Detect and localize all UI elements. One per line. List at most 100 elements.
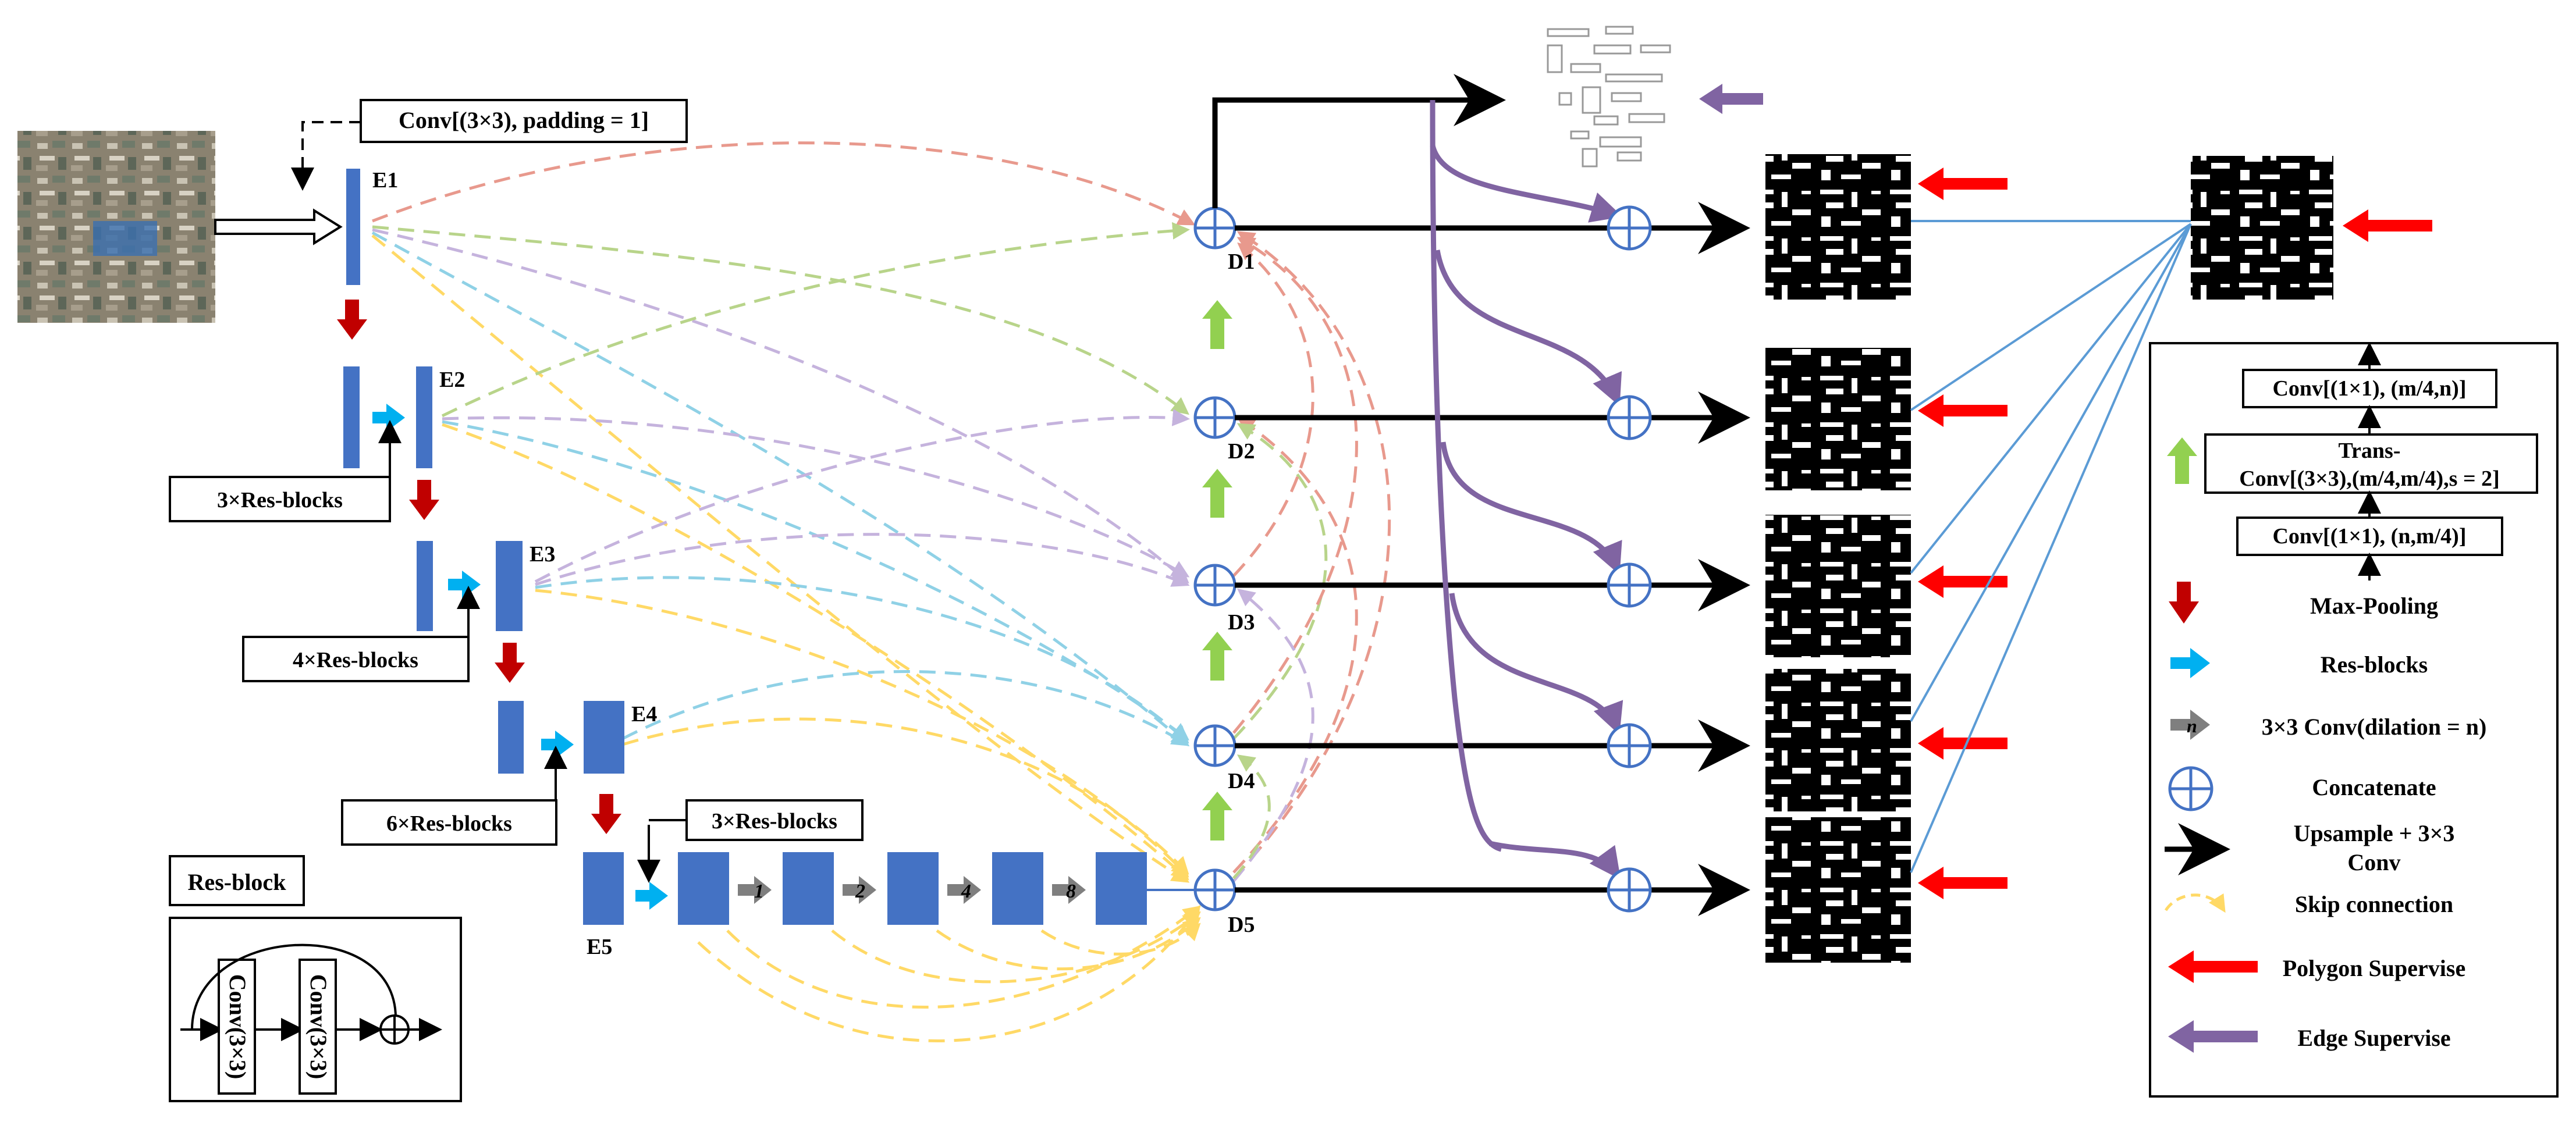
edge-branch-5	[1489, 840, 1621, 880]
legend-top-conv: Conv[(1×1), (m/4,n)]	[2272, 376, 2466, 401]
legend-item-upsample-line1: Upsample + 3×3	[2294, 820, 2455, 846]
e2-block-a	[343, 366, 360, 468]
skip-e1-d4	[371, 231, 1189, 747]
dil-arrow-3	[947, 876, 981, 904]
e3-label: E3	[530, 542, 555, 567]
legend-item-upsample-line2: Conv	[2347, 849, 2400, 875]
res3-label-a: 3×Res-blocks	[217, 488, 343, 512]
output-masks	[1765, 154, 2333, 963]
skip-e3-d3	[535, 533, 1190, 587]
skip-e2-d1	[441, 222, 1190, 418]
concatenate-icon	[2168, 766, 2213, 811]
skip-e3-d2	[534, 408, 1190, 583]
res3-label-b: 3×Res-blocks	[712, 809, 837, 834]
res4-label: 4×Res-blocks	[293, 648, 418, 672]
maxpool-arrow-2	[409, 480, 439, 520]
polygon-supervise-arrow-final	[2343, 209, 2432, 242]
resblock-conv1-label: Conv(3×3)	[225, 974, 251, 1080]
legend-item-res-blocks: Res-blocks	[2321, 651, 2428, 678]
skip-e2-d5	[442, 423, 1189, 881]
legend-trans-box	[2204, 433, 2538, 494]
maxpool-arrow-3	[495, 643, 525, 683]
polygon-supervise-arrow-4	[1918, 727, 2007, 760]
legend-upsample-icon	[2167, 437, 2197, 484]
res3-box-a	[169, 476, 391, 522]
polygon-supervise-arrow-1	[1918, 168, 2007, 200]
skip-connection-icon	[2164, 893, 2226, 913]
legend-item-edge-supervise: Edge Supervise	[2297, 1025, 2450, 1051]
skip-d5-d4	[1232, 754, 1271, 879]
dilated-conv-arrow-icon	[2170, 710, 2210, 740]
upsample-arrow-1	[1202, 300, 1232, 349]
max-pooling-arrow-icon	[2169, 582, 2199, 624]
e3-block-b	[496, 541, 523, 631]
res6-label: 6×Res-blocks	[386, 811, 512, 836]
e5-label: E5	[587, 935, 612, 959]
output-mask-5	[1765, 817, 1911, 963]
skip-e2-d3	[442, 416, 1190, 578]
legend-bottom-conv: Conv[(1×1), (n,m/4)]	[2272, 524, 2466, 549]
e4-label: E4	[631, 702, 657, 726]
dil-block-0	[678, 852, 729, 925]
fusion-node-1	[1607, 205, 1652, 251]
dil-block-1	[783, 852, 834, 925]
first-conv-box	[360, 99, 688, 143]
resblock-title-box	[169, 855, 305, 906]
legend-trans-line2: Conv[(3×3),(m/4,m/4),s = 2]	[2239, 466, 2500, 491]
e1-label: E1	[372, 168, 398, 193]
d1-label: D1	[1228, 250, 1255, 274]
upsample-arrow-3	[1202, 632, 1232, 681]
d4-node	[1193, 724, 1237, 767]
legend-item-dilated-conv: 3×3 Conv(dilation = n)	[2262, 714, 2487, 740]
resblock-skip-arc	[191, 943, 397, 1030]
d3-node	[1193, 564, 1237, 607]
encoder: E1 E2 3×Res-blocks E3 4×Res-blocks E4 6×…	[169, 168, 1196, 959]
res6-box	[341, 799, 557, 846]
legend-item-concatenate: Concatenate	[2312, 774, 2436, 800]
legend-item-polygon-supervise: Polygon Supervise	[2283, 955, 2465, 981]
e2-label: E2	[439, 368, 465, 392]
d5-label: D5	[1228, 913, 1255, 937]
dil-block-3	[992, 852, 1043, 925]
res-arrow-4	[635, 882, 668, 910]
fusion-node-5	[1607, 867, 1652, 913]
e5-block	[583, 852, 624, 925]
skip-d4-d1	[1232, 237, 1358, 734]
skip-dil-d5-a	[726, 905, 1201, 1009]
edge-supervise-arrow-top	[1699, 84, 1763, 114]
upsample-arrow-4	[1202, 792, 1232, 840]
legend-item-skip-connection: Skip connection	[2295, 891, 2453, 917]
res4-box	[242, 636, 470, 682]
d2-label: D2	[1228, 439, 1255, 464]
legend: Conv[(1×1), (m/4,n)] Trans- Conv[(3×3),(…	[2149, 342, 2559, 1098]
first-conv-label: Conv[(3×3), padding = 1]	[399, 107, 649, 133]
skip-d5-d1	[1232, 231, 1391, 879]
skip-d3-d1	[1232, 242, 1314, 577]
output-mask-2	[1765, 348, 1911, 490]
edge-branch-3	[1440, 441, 1622, 575]
resblock-conv2-box	[299, 959, 337, 1095]
polygon-supervise-arrow-2	[1918, 394, 2007, 427]
edge-trunk	[1430, 99, 1502, 852]
res3-box-b	[685, 799, 864, 841]
skip-e3-d4	[535, 576, 1189, 744]
e3-block-a	[417, 541, 433, 631]
polygon-supervise-arrow-5	[1918, 867, 2007, 899]
edge-branch-2	[1434, 250, 1622, 407]
skip-e4-d4	[621, 670, 1190, 746]
edge-branch-4	[1449, 593, 1623, 735]
resblock-conv2-label: Conv(3×3)	[305, 974, 332, 1080]
output-mask-3	[1765, 515, 1911, 657]
legend-dilated-glyph: n	[2187, 715, 2197, 736]
maxpool-arrow-1	[337, 300, 367, 340]
legend-bottom-conv-box	[2236, 517, 2503, 556]
input-hollow-arrow	[214, 208, 343, 245]
legend-trans-line1: Trans-	[2339, 439, 2401, 463]
edge-supervise-arrow-icon	[2168, 1020, 2258, 1053]
e4-block-a	[498, 701, 524, 774]
dil-block-4	[1096, 852, 1147, 925]
dil-arrow-1	[738, 876, 772, 904]
fusion-node-4	[1607, 723, 1652, 768]
skip-e4-d5	[622, 717, 1189, 875]
edge-branch-1	[1430, 144, 1623, 223]
